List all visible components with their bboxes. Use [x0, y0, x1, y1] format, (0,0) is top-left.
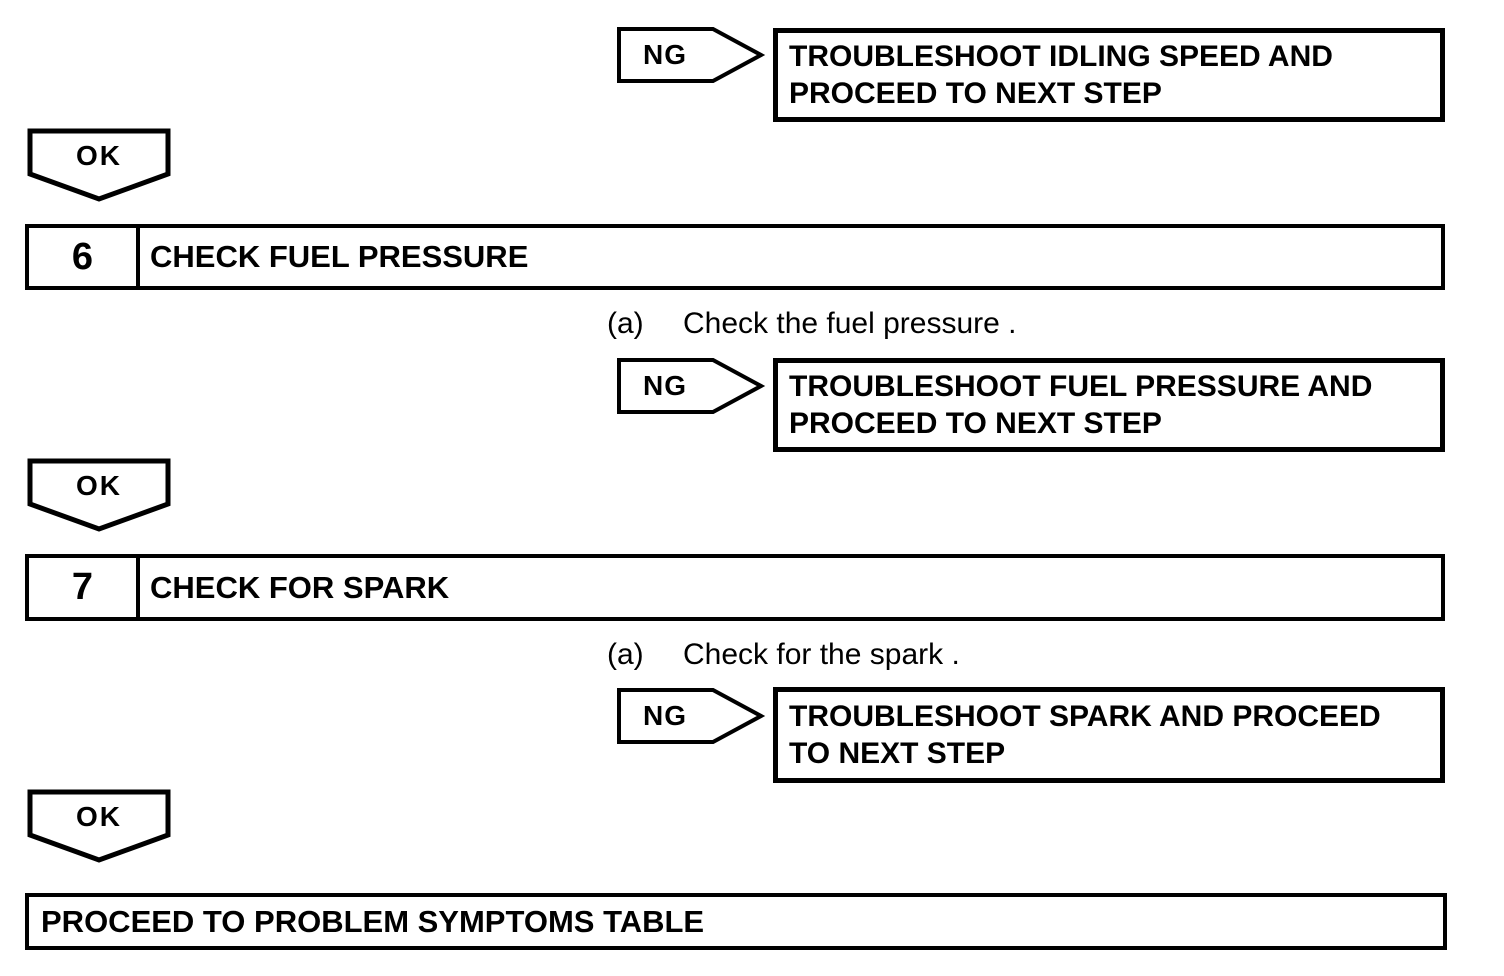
substep-text: Check the fuel pressure .: [683, 307, 1017, 340]
ng-connector-1: NG: [617, 27, 766, 83]
substep-step7-a: (a) Check for the spark .: [607, 637, 960, 673]
ok-label: OK: [76, 801, 122, 832]
branch-result-box-2: TROUBLESHOOT FUEL PRESSURE AND PROCEED T…: [773, 358, 1445, 452]
ok-connector-3: OK: [27, 789, 171, 863]
substep-label: (a): [607, 638, 644, 671]
branch-result-box-1: TROUBLESHOOT IDLING SPEED AND PROCEED TO…: [773, 28, 1445, 122]
branch-result-line: TROUBLESHOOT IDLING SPEED AND: [789, 40, 1333, 73]
branch-result-line: TROUBLESHOOT SPARK AND PROCEED: [789, 700, 1381, 733]
step-number: 7: [29, 558, 140, 617]
step-number: 6: [29, 228, 140, 286]
step-box-7: 7 CHECK FOR SPARK: [25, 554, 1445, 621]
branch-result-line: PROCEED TO NEXT STEP: [789, 77, 1162, 110]
branch-result-line: TO NEXT STEP: [789, 737, 1006, 770]
step-title: CHECK FUEL PRESSURE: [150, 239, 529, 274]
substep-step6-a: (a) Check the fuel pressure .: [607, 306, 1017, 342]
ng-arrow-icon: [617, 27, 766, 83]
final-result-label: PROCEED TO PROBLEM SYMPTOMS TABLE: [41, 903, 705, 939]
step-box-6: 6 CHECK FUEL PRESSURE: [25, 224, 1445, 290]
branch-result-line: TROUBLESHOOT FUEL PRESSURE AND: [789, 370, 1373, 403]
ok-connector-2: OK: [27, 458, 171, 532]
ok-label: OK: [76, 140, 122, 171]
ng-label: NG: [643, 370, 687, 401]
ok-pentagon-icon: [27, 458, 171, 532]
ng-arrow-icon: [617, 688, 766, 744]
step-title: CHECK FOR SPARK: [150, 569, 450, 605]
ok-connector-1: OK: [27, 128, 171, 202]
ok-pentagon-icon: [27, 128, 171, 202]
ng-label: NG: [643, 39, 687, 70]
branch-result-line: PROCEED TO NEXT STEP: [789, 407, 1162, 440]
ng-connector-2: NG: [617, 358, 766, 414]
ok-pentagon-icon: [27, 789, 171, 863]
substep-text: Check for the spark .: [683, 638, 960, 671]
substep-label: (a): [607, 307, 644, 340]
final-result-box: PROCEED TO PROBLEM SYMPTOMS TABLE: [25, 893, 1447, 950]
ok-label: OK: [76, 470, 122, 501]
ng-label: NG: [643, 700, 687, 731]
ng-arrow-icon: [617, 358, 766, 414]
branch-result-box-3: TROUBLESHOOT SPARK AND PROCEED TO NEXT S…: [773, 687, 1445, 783]
ng-connector-3: NG: [617, 688, 766, 744]
